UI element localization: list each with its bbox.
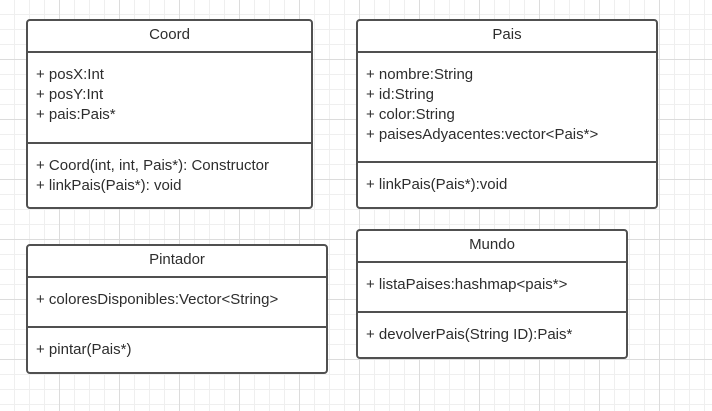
method: + pintar(Pais*) xyxy=(36,341,132,358)
attribute: + color:String xyxy=(366,106,455,123)
attributes-section: + listaPaises:hashmap<pais*> xyxy=(358,261,626,311)
methods-section: + pintar(Pais*) xyxy=(28,326,326,360)
attribute: + paisesAdyacentes:vector<Pais*> xyxy=(366,126,599,143)
method: + devolverPais(String ID):Pais* xyxy=(366,326,573,343)
attributes-section: + nombre:String + id:String + color:Stri… xyxy=(358,51,656,161)
methods-section: + devolverPais(String ID):Pais* xyxy=(358,311,626,345)
class-name: Mundo xyxy=(469,236,515,253)
methods-section: + Coord(int, int, Pais*): Constructor + … xyxy=(28,142,311,196)
attribute: + listaPaises:hashmap<pais*> xyxy=(366,276,568,293)
attribute: + posX:Int xyxy=(36,66,104,83)
attributes-section: + posX:Int + posY:Int + pais:Pais* xyxy=(28,51,311,142)
method: + Coord(int, int, Pais*): Constructor xyxy=(36,157,270,174)
attribute: + id:String xyxy=(366,86,434,103)
attribute: + pais:Pais* xyxy=(36,106,116,123)
class-box-coord[interactable]: Coord + posX:Int + posY:Int + pais:Pais*… xyxy=(26,19,313,209)
attribute: + posY:Int xyxy=(36,86,104,103)
class-name: Pintador xyxy=(149,251,205,268)
class-box-pais[interactable]: Pais + nombre:String + id:String + color… xyxy=(356,19,658,209)
attribute: + nombre:String xyxy=(366,66,474,83)
class-name: Coord xyxy=(149,26,190,43)
class-box-mundo[interactable]: Mundo + listaPaises:hashmap<pais*> + dev… xyxy=(356,229,628,359)
method: + linkPais(Pais*): void xyxy=(36,177,182,194)
class-box-pintador[interactable]: Pintador + coloresDisponibles:Vector<Str… xyxy=(26,244,328,374)
method: + linkPais(Pais*):void xyxy=(366,176,508,193)
attribute: + coloresDisponibles:Vector<String> xyxy=(36,291,279,308)
attributes-section: + coloresDisponibles:Vector<String> xyxy=(28,276,326,326)
class-name: Pais xyxy=(492,26,522,43)
methods-section: + linkPais(Pais*):void xyxy=(358,161,656,195)
